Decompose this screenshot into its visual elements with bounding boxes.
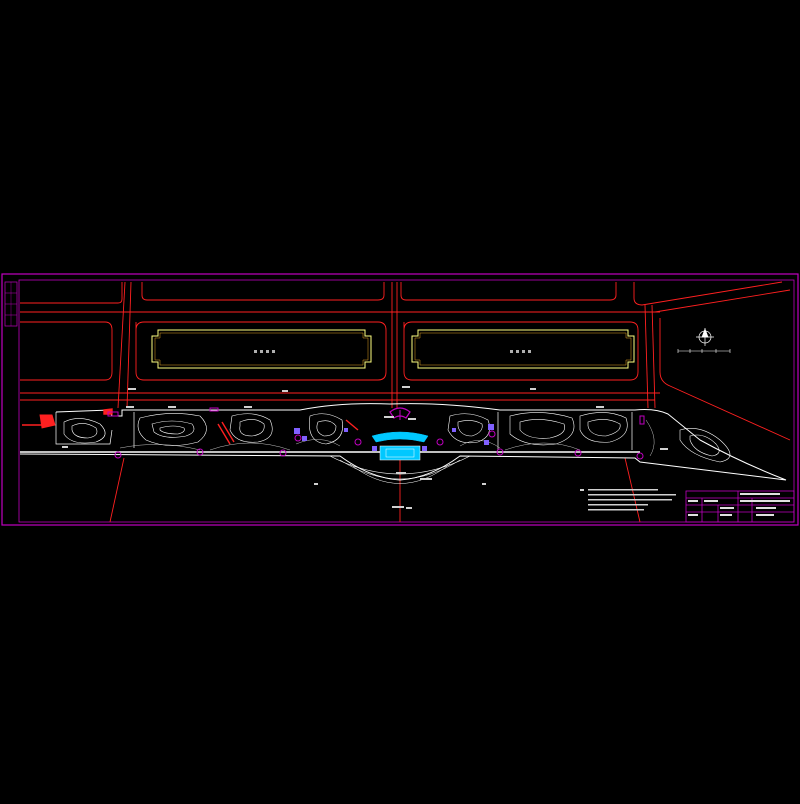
walkways — [119, 419, 655, 457]
detail-symbols — [294, 424, 494, 451]
drawing-outer-frame — [1, 273, 799, 526]
building-right-label-marks — [510, 350, 531, 353]
scale-bar — [677, 349, 731, 353]
title-block-text-marks — [688, 493, 790, 516]
title-block — [685, 490, 795, 523]
building-left-label-marks — [254, 350, 275, 353]
binding-strip — [4, 281, 18, 327]
red-features — [103, 408, 359, 445]
planting-beds — [63, 412, 731, 463]
annotation-marks — [62, 386, 668, 509]
drawing-inner-frame — [18, 279, 795, 523]
building-left — [151, 329, 372, 369]
central-fountain — [371, 407, 429, 461]
road-network — [20, 281, 791, 523]
north-arrow-icon — [696, 328, 714, 346]
notes-block — [580, 489, 676, 511]
building-right — [411, 329, 635, 369]
park-strip — [19, 403, 787, 484]
light-fixtures — [107, 407, 645, 460]
